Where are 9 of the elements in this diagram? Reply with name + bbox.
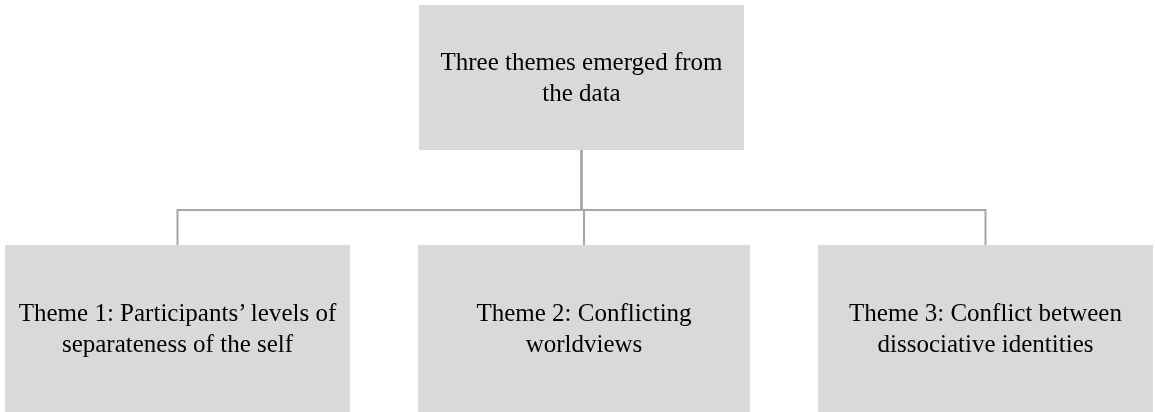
theme-box [419, 5, 744, 150]
theme-box [418, 245, 750, 412]
theme-box [818, 245, 1153, 412]
box-label: Theme 1: Participants’ levels of separateness of the self [17, 298, 338, 359]
theme-box [5, 245, 350, 412]
box-label: Three themes emerged from the data [439, 47, 724, 108]
box-label: Theme 3: Conflict between dissociative identities [848, 298, 1123, 359]
box-label: Theme 2: Conflicting worldviews [475, 298, 693, 359]
connector-line [580, 149, 987, 246]
